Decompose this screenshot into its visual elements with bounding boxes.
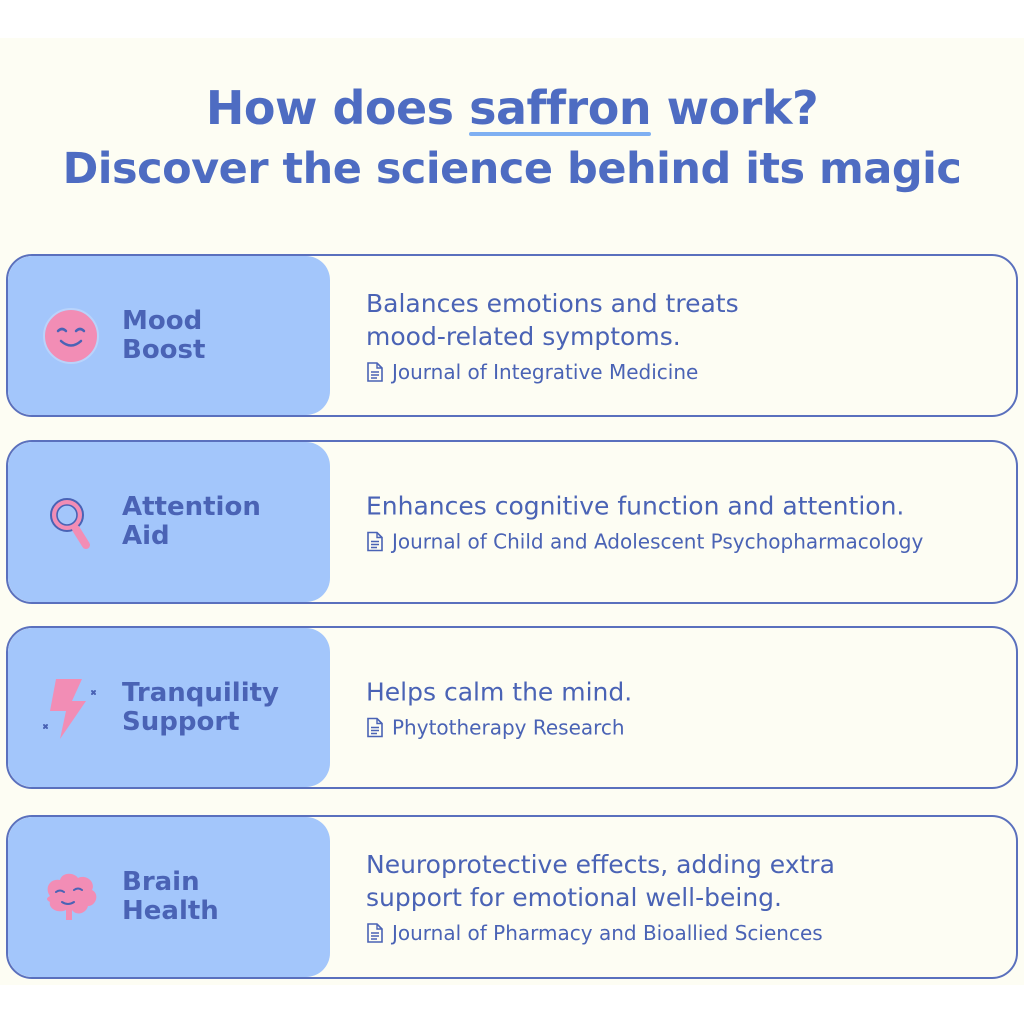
card-source-text: Journal of Child and Adolescent Psychoph…: [392, 529, 924, 554]
heading-text-after: work?: [651, 81, 819, 135]
page-background: How does saffron work? Discover the scie…: [0, 38, 1024, 985]
card-description: Enhances cognitive function and attentio…: [366, 490, 986, 523]
card-description-line-1: Neuroprotective effects, adding extra: [366, 850, 835, 879]
card-description: Helps calm the mind.: [366, 675, 986, 708]
document-icon: [367, 717, 383, 737]
smiley-face-icon: [43, 307, 99, 364]
heading-line-1: How does saffron work?: [0, 78, 1024, 138]
card-label-panel: Tranquility Support: [8, 628, 330, 787]
card-label-panel: Brain Health: [8, 817, 330, 977]
benefit-card-tranquility-support: Tranquility Support Helps calm the mind.…: [6, 626, 1018, 789]
card-description-line-1: Enhances cognitive function and attentio…: [366, 491, 905, 521]
heading-text-before: How does: [205, 81, 470, 135]
card-description: Neuroprotective effects, adding extra su…: [366, 848, 986, 914]
benefit-card-brain-health: Brain Health Neuroprotective effects, ad…: [6, 815, 1018, 979]
card-description-line-1: Helps calm the mind.: [366, 677, 633, 706]
card-content: Helps calm the mind. Phytotherapy Resear…: [366, 675, 986, 740]
heading-highlight-saffron: saffron: [469, 78, 652, 138]
magnifying-glass-icon: [50, 498, 90, 549]
card-label-panel: Attention Aid: [8, 442, 330, 602]
document-icon: [367, 531, 383, 552]
card-title-line-1: Tranquility: [122, 677, 279, 708]
benefit-card-attention-aid: Attention Aid Enhances cognitive functio…: [6, 440, 1018, 604]
brain-icon: [47, 873, 97, 920]
card-title-line-2: Support: [122, 706, 240, 737]
page-heading: How does saffron work? Discover the scie…: [0, 78, 1024, 200]
card-description: Balances emotions and treats mood-relate…: [366, 287, 986, 353]
card-source-text: Phytotherapy Research: [392, 715, 625, 739]
card-title-line-2: Health: [122, 896, 219, 926]
card-source: Journal of Integrative Medicine: [366, 359, 986, 385]
benefit-card-mood-boost: Mood Boost Balances emotions and treats …: [6, 254, 1018, 417]
card-title-line-2: Aid: [122, 521, 170, 551]
card-content: Balances emotions and treats mood-relate…: [366, 287, 986, 385]
card-description-line-2: mood-related symptoms.: [366, 321, 681, 351]
card-title-line-1: Attention: [122, 492, 261, 522]
card-source: Journal of Pharmacy and Bioallied Scienc…: [366, 920, 986, 946]
document-icon: [367, 361, 383, 382]
heading-line-2: Discover the science behind its magic: [62, 144, 962, 194]
card-source: Journal of Child and Adolescent Psychoph…: [366, 529, 986, 555]
card-label-panel: Mood Boost: [8, 256, 330, 415]
card-content: Enhances cognitive function and attentio…: [366, 490, 986, 555]
card-title-line-1: Mood: [122, 305, 203, 336]
card-title-line-1: Brain: [122, 867, 200, 897]
card-content: Neuroprotective effects, adding extra su…: [366, 848, 986, 946]
card-title: Tranquility Support: [122, 677, 322, 737]
document-icon: [367, 923, 383, 943]
lightning-bolt-icon: [43, 678, 96, 739]
card-title: Mood Boost: [122, 305, 322, 365]
card-description-line-1: Balances emotions and treats: [366, 288, 739, 318]
card-description-line-2: support for emotional well-being.: [366, 883, 782, 912]
card-source-text: Journal of Integrative Medicine: [392, 359, 699, 384]
card-title: Attention Aid: [122, 493, 322, 551]
card-source-text: Journal of Pharmacy and Bioallied Scienc…: [392, 921, 823, 945]
card-title: Brain Health: [122, 868, 322, 926]
card-source: Phytotherapy Research: [366, 714, 986, 740]
card-title-line-2: Boost: [122, 334, 206, 365]
